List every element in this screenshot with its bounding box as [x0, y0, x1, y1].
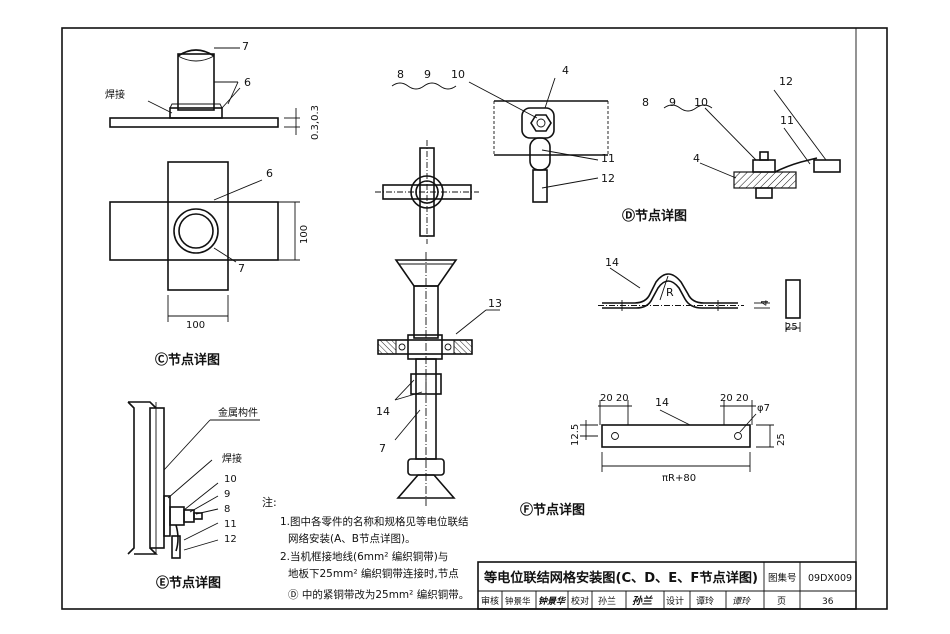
mid-label-14: 14: [376, 405, 390, 418]
design-label: 设计: [666, 595, 684, 607]
f-node-strap: [598, 267, 801, 332]
check-label: 校对: [571, 595, 589, 607]
c-node-elevation: [109, 47, 300, 135]
c-dim-thickness: 0.3,0.3: [310, 105, 321, 140]
review-label: 审核: [481, 595, 499, 607]
notes-line-1: 1.图中各零件的名称和规格见等电位联结: [280, 515, 469, 528]
f-dim-4: 4: [760, 300, 771, 306]
page-label: 页: [777, 596, 786, 607]
notes-line-3: 2.当机框接地线(6mm² 编织铜带)与: [280, 550, 448, 563]
c-plan-pipe-outer: [173, 208, 219, 254]
e-label-weld: 焊接: [222, 452, 242, 465]
c-label-6: 6: [244, 76, 251, 89]
top-label-11: 11: [601, 152, 615, 165]
f-dim-20-20-left: 20 20: [600, 393, 629, 404]
f-dim-20-20-right: 20 20: [720, 393, 749, 404]
e-label-12: 12: [224, 534, 237, 545]
e-title: Ⓔ节点详图: [156, 575, 221, 591]
page-number: 36: [822, 597, 834, 607]
title-block: [477, 561, 857, 610]
d-label-11: 11: [780, 114, 794, 127]
d-title: Ⓓ节点详图: [622, 208, 687, 224]
c-pipe: [177, 53, 215, 111]
f-dim-phi7: φ7: [757, 403, 770, 414]
e-label-11: 11: [224, 519, 237, 530]
design-signature: 谭玲: [732, 596, 751, 607]
top-label-8: 8: [397, 68, 404, 81]
inner-frame-line: [855, 27, 888, 610]
f-label-14-flat: 14: [655, 396, 669, 409]
c-plan-label-6: 6: [266, 167, 273, 180]
d-label-4: 4: [693, 152, 700, 165]
c-label-weld: 焊接: [105, 88, 125, 101]
notes: 注: 1.图中各零件的名称和规格见等电位联结 网络安装(A、B节点详图)。 2.…: [262, 495, 469, 601]
f-strap-section: [785, 279, 801, 319]
top-label-12: 12: [601, 172, 615, 185]
c-pad: [169, 107, 223, 119]
review-signature: 钟景华: [538, 596, 567, 607]
d-label-10: 10: [694, 96, 708, 109]
f-label-14-top: 14: [605, 256, 619, 269]
c-label-7: 7: [242, 40, 249, 53]
f-title: Ⓕ节点详图: [520, 502, 585, 518]
f-label-R: R: [666, 286, 674, 299]
check-name: 孙兰: [598, 595, 616, 607]
f-flat-strap: [601, 424, 751, 448]
d-node: [663, 89, 841, 199]
c-base-plate: [109, 117, 279, 128]
f-dim-25-flat: 25: [776, 433, 787, 446]
d-label-12: 12: [779, 75, 793, 88]
notes-heading: 注:: [262, 495, 277, 509]
c-plan-vertical-strip: [167, 161, 229, 291]
c-plan-horizontal-strip: [109, 201, 279, 261]
mid-label-7: 7: [379, 442, 386, 455]
d-label-8: 8: [642, 96, 649, 109]
f-node-flat: [580, 400, 774, 472]
drawing-no-label: 图集号: [768, 572, 797, 584]
e-node: [127, 401, 260, 559]
c-title: Ⓒ节点详图: [155, 352, 220, 368]
f-dim-piR80: πR+80: [662, 473, 696, 484]
cross-plan: [375, 140, 479, 244]
mid-label-13: 13: [488, 297, 502, 310]
e-label-8: 8: [224, 504, 230, 515]
top-label-9: 9: [424, 68, 431, 81]
d-label-9: 9: [669, 96, 676, 109]
drawing-no: 09DX009: [808, 573, 852, 584]
notes-line-5: Ⓓ 中的紧铜带改为25mm² 编织铜带。: [288, 588, 469, 601]
clamp-elevation: [391, 77, 609, 203]
e-label-metal: 金属构件: [218, 406, 258, 419]
support-column: [377, 252, 500, 506]
f-dim-12-5: 12.5: [570, 424, 581, 446]
design-name: 谭玲: [696, 595, 714, 607]
c-dim-100-horizontal: 100: [186, 320, 205, 331]
c-dim-100-vertical: 100: [299, 225, 310, 244]
c-node-plan: [109, 161, 300, 322]
notes-line-4: 地板下25mm² 编织铜带连接时,节点: [288, 567, 459, 580]
notes-line-2: 网络安装(A、B节点详图)。: [288, 532, 416, 545]
f-strap-shape: [602, 273, 738, 304]
e-label-10: 10: [224, 474, 237, 485]
c-plan-label-7: 7: [238, 262, 245, 275]
drawing-title: 等电位联结网格安装图(C、D、E、F节点详图): [483, 570, 758, 586]
f-dim-25-top: 25: [785, 322, 798, 333]
e-label-9: 9: [224, 489, 230, 500]
check-signature: 孙兰: [632, 595, 653, 607]
review-name: 钟景华: [505, 596, 531, 607]
top-label-4: 4: [562, 64, 569, 77]
top-label-10: 10: [451, 68, 465, 81]
c-plan-pipe-inner: [178, 213, 214, 249]
